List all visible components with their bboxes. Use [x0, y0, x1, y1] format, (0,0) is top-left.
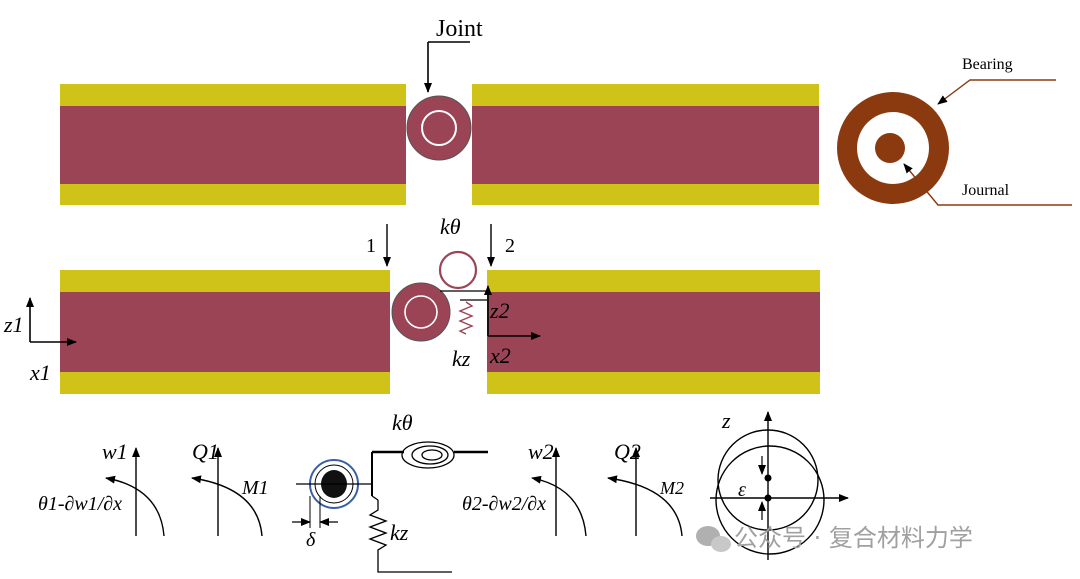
top-right-beam — [472, 84, 819, 205]
z1-label: z1 — [3, 312, 24, 337]
middle-right-beam — [487, 270, 820, 394]
M1-label: M1 — [241, 477, 269, 499]
k-theta-label-top: kθ — [440, 214, 461, 239]
x1-label: x1 — [29, 360, 51, 385]
w2-label: w2 — [528, 439, 554, 464]
linear-spring-icon — [458, 301, 474, 335]
kz-label-bottom: kz — [390, 520, 409, 545]
joint-label: Joint — [436, 16, 483, 42]
z-label: z — [721, 408, 731, 433]
bearing-icon — [837, 92, 949, 204]
bearing-label: Bearing — [962, 56, 1013, 73]
wechat-icon — [696, 526, 731, 552]
watermark-text: 公众号 · 复合材料力学 — [734, 524, 973, 552]
middle-left-beam — [60, 270, 390, 394]
top-joint — [406, 95, 472, 161]
delta-label: δ — [306, 529, 316, 551]
node-2-label: 2 — [505, 235, 515, 257]
x2-label: x2 — [489, 343, 511, 368]
coil-spring-icon — [401, 441, 455, 469]
node-1-label: 1 — [366, 235, 376, 257]
M2-label: M2 — [659, 478, 684, 498]
z2-label: z2 — [489, 298, 510, 323]
w1-label: w1 — [102, 439, 128, 464]
epsilon-label: ε — [738, 479, 746, 501]
middle-joint — [391, 282, 451, 342]
Q2-label: Q2 — [614, 439, 641, 464]
linear-spring-bottom-icon — [368, 500, 452, 573]
k-theta-label-bottom: kθ — [392, 410, 413, 435]
theta1-label: θ1-∂w1/∂x — [38, 493, 122, 515]
top-left-beam — [60, 84, 406, 205]
journal-label: Journal — [962, 182, 1010, 199]
rotational-spring-icon — [438, 250, 478, 290]
theta2-label: θ2-∂w2/∂x — [462, 493, 546, 515]
Q1-label: Q1 — [192, 439, 219, 464]
kz-label-top: kz — [452, 346, 471, 371]
